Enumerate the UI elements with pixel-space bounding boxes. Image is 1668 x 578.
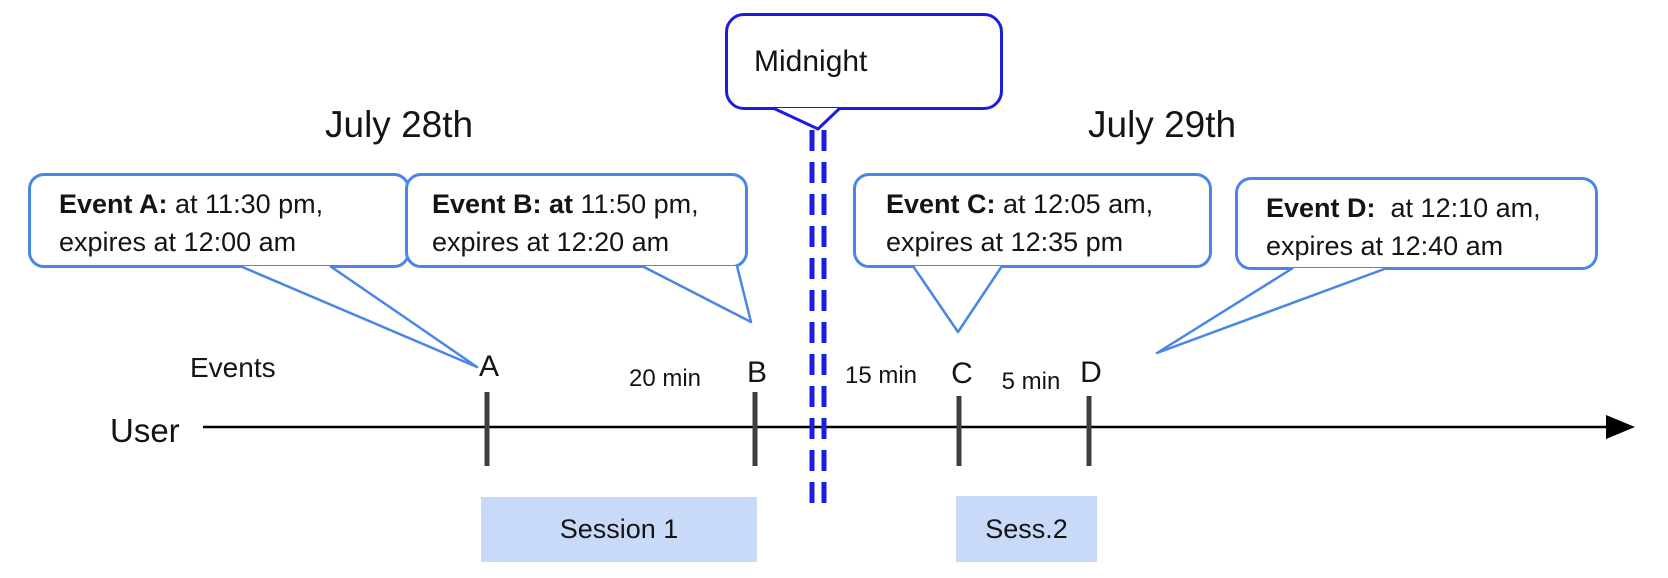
events-label: Events [190, 352, 276, 383]
event-a-line2: expires at 12:00 am [59, 227, 297, 257]
tick-label-a: A [478, 350, 500, 383]
event-d-text: Event D: at 12:10 am, expires at 12:40 am [1238, 180, 1595, 265]
session-2-bar: Sess.2 [956, 496, 1097, 562]
event-c-tail [911, 265, 1004, 334]
event-d-line1: at 12:10 am, [1375, 193, 1541, 223]
interval-15min: 15 min [844, 362, 918, 389]
event-d-title: Event D: [1266, 193, 1376, 223]
day-title-july-28: July 28th [325, 104, 474, 145]
event-b-title: Event B: at [432, 189, 574, 219]
interval-5min: 5 min [1001, 368, 1061, 395]
event-a-callout: Event A: at 11:30 pm, expires at 12:00 am [28, 173, 410, 268]
event-d-callout: Event D: at 12:10 am, expires at 12:40 am [1235, 177, 1598, 270]
event-a-text: Event A: at 11:30 pm, expires at 12:00 am [31, 176, 407, 261]
event-d-tail [1155, 266, 1388, 355]
event-b-callout: Event B: at 11:50 pm, expires at 12:20 am [405, 173, 748, 268]
session-1-bar: Session 1 [481, 497, 757, 562]
event-c-text: Event C: at 12:05 am, expires at 12:35 pm [856, 176, 1209, 261]
event-c-line1: at 12:05 am, [995, 189, 1154, 219]
event-c-title: Event C: [886, 189, 996, 219]
midnight-label: Midnight [754, 44, 868, 78]
event-c-line2: expires at 12:35 pm [886, 227, 1124, 257]
interval-20min: 20 min [628, 365, 702, 392]
event-a-title: Event A: [59, 189, 168, 219]
event-b-line1: 11:50 pm, [573, 189, 699, 219]
event-c-callout: Event C: at 12:05 am, expires at 12:35 pm [853, 173, 1212, 268]
midnight-tail [772, 106, 842, 131]
timeline-arrowhead-icon [1606, 415, 1635, 439]
midnight-callout: Midnight [725, 13, 1003, 110]
event-a-line1: at 11:30 pm, [167, 189, 324, 219]
session-1-label: Session 1 [559, 514, 679, 544]
event-b-text: Event B: at 11:50 pm, expires at 12:20 am [408, 176, 745, 261]
tick-label-d: D [1080, 356, 1102, 389]
day-title-july-29: July 29th [1088, 104, 1237, 145]
tick-label-c: C [951, 357, 973, 390]
event-b-tail [641, 264, 753, 324]
session-2-label: Sess.2 [985, 513, 1068, 544]
user-label: User [110, 412, 180, 449]
tick-label-b: B [746, 356, 768, 389]
event-d-line2: expires at 12:40 am [1266, 231, 1504, 261]
event-b-line2: expires at 12:20 am [432, 227, 670, 257]
